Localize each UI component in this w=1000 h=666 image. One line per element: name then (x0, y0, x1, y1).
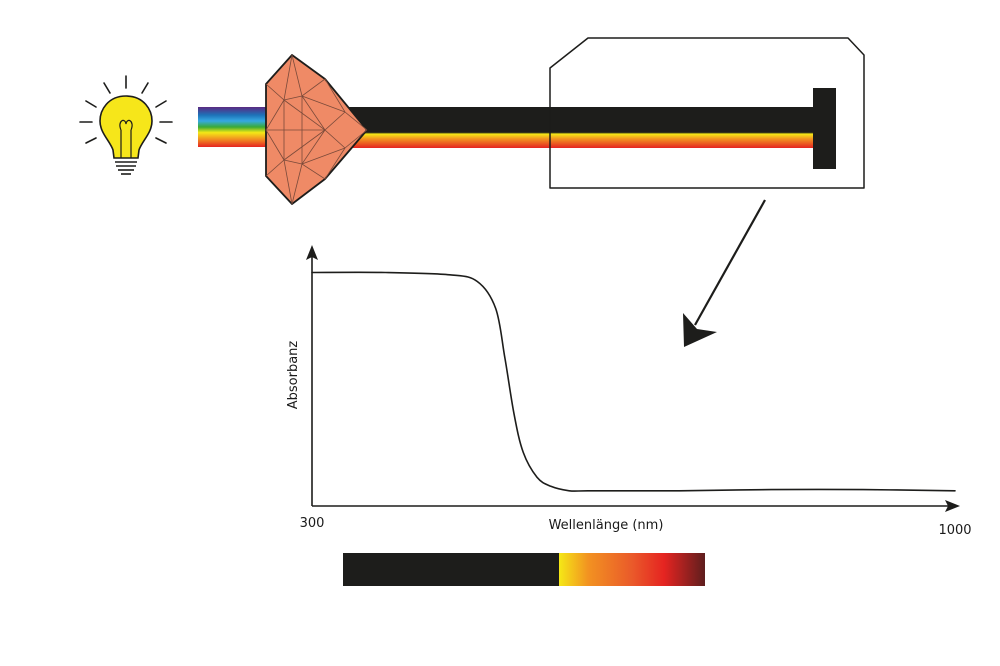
detector-box-icon (549, 37, 865, 189)
light-bulb-icon (79, 75, 173, 175)
incident-light-beam (198, 107, 272, 147)
detector-plate (813, 88, 836, 169)
x-axis-arrowhead (945, 500, 960, 512)
gemstone-icon (265, 54, 368, 205)
transmitted-light-beam (345, 107, 815, 148)
x-axis-label: Wellenlänge (nm) (549, 518, 664, 533)
x-axis-min-label: 300 (300, 516, 325, 531)
transmitted-spectrum-bar (343, 553, 705, 586)
x-axis-max-label: 1000 (938, 523, 971, 538)
absorbed-region (343, 553, 560, 586)
absorbance-graph: Absorbanz Wellenlänge (nm) 300 1000 (286, 245, 972, 538)
absorbance-curve (311, 271, 956, 492)
transmitted-region (559, 553, 705, 586)
y-axis-label: Absorbanz (286, 341, 301, 410)
arrow-icon (683, 199, 766, 347)
y-axis-arrowhead (306, 245, 318, 260)
